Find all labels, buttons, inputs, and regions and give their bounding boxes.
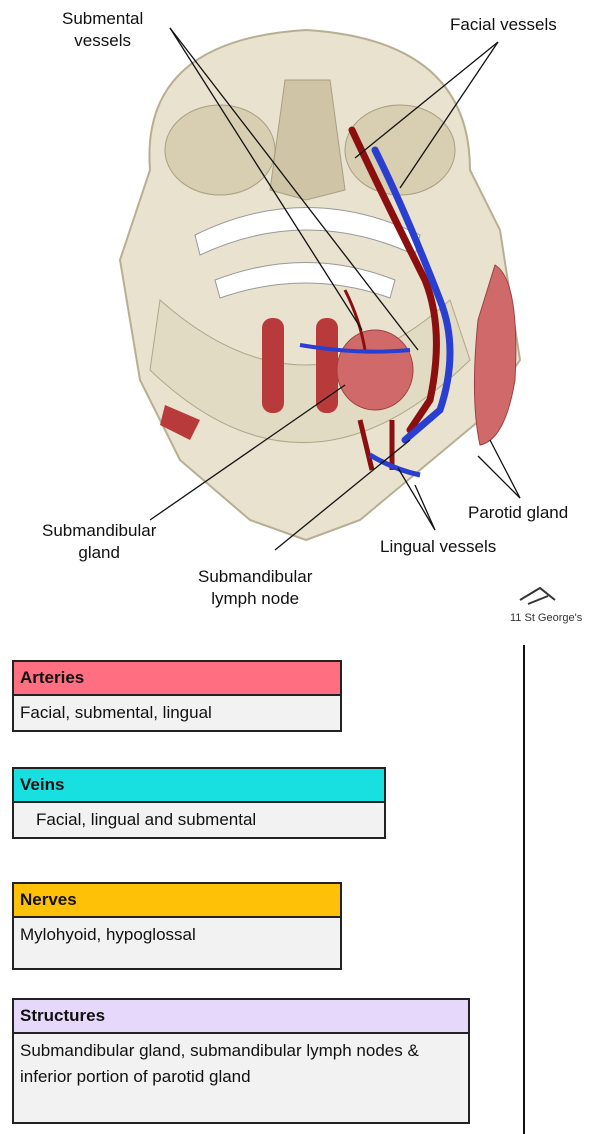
lower-teeth	[214, 262, 396, 299]
label-facial-vessels: Facial vessels	[450, 15, 557, 34]
card-arteries-title: Arteries	[14, 662, 340, 696]
slide-footer: 11 St George's	[510, 612, 582, 624]
label-lingual-vessels: Lingual vessels	[380, 537, 497, 556]
card-arteries-body: Facial, submental, lingual	[14, 696, 340, 730]
label-parotid-gland: Parotid gland	[468, 503, 569, 522]
card-nerves-body: Mylohyoid, hypoglossal	[14, 918, 340, 968]
card-structures-title: Structures	[14, 1000, 468, 1034]
submental-vein-path	[299, 343, 411, 354]
card-veins-body: Facial, lingual and submental	[14, 803, 384, 837]
label-submandibular-gland: Submandibular gland	[42, 521, 157, 562]
submental-artery-path	[343, 289, 367, 351]
label-submandibular-lymph-node: Submandibular lymph node	[198, 567, 313, 608]
left-posterior-belly	[160, 405, 200, 440]
lingual-artery-path	[357, 419, 395, 471]
card-veins: Veins Facial, lingual and submental	[12, 767, 386, 839]
nasal-cavity	[269, 79, 346, 201]
pointer-lines	[149, 27, 521, 551]
divider-line	[523, 645, 525, 1134]
facial-vein-path	[371, 146, 454, 444]
st-georges-logo-icon	[519, 586, 556, 605]
label-submental-vessels: Submental vessels	[62, 9, 144, 50]
card-arteries: Arteries Facial, submental, lingual	[12, 660, 342, 732]
facial-artery-path	[348, 126, 440, 434]
skull-anatomy-illustration	[118, 27, 556, 605]
slide-number: 11	[510, 612, 522, 624]
card-nerves: Nerves Mylohyoid, hypoglossal	[12, 882, 342, 970]
logo-text: St George's	[524, 612, 583, 624]
card-veins-title: Veins	[14, 769, 384, 803]
card-structures: Structures Submandibular gland, submandi…	[12, 998, 470, 1124]
left-orbit	[164, 104, 276, 196]
card-nerves-title: Nerves	[14, 884, 340, 918]
card-structures-body: Submandibular gland, submandibular lymph…	[14, 1034, 468, 1122]
submandibular-gland-shape	[336, 329, 414, 411]
left-digastric-muscle-2	[316, 318, 338, 413]
lingual-vein-path	[368, 452, 421, 478]
parotid-gland-shape	[473, 264, 517, 446]
left-digastric-muscle-1	[262, 318, 284, 413]
